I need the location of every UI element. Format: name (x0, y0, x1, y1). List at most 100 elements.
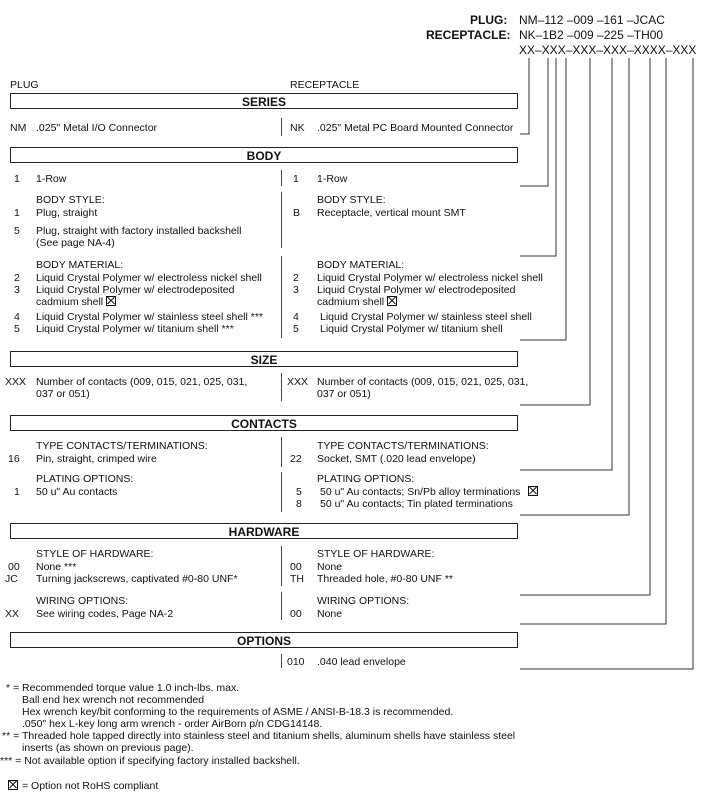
body-material-rec-desc: Liquid Crystal Polymer w/ stainless stee… (320, 311, 532, 323)
options-rec-desc: .040 lead envelope (317, 656, 406, 668)
footnote-torque: Ball end hex wrench not recommended (22, 694, 205, 706)
size-rec-desc: Number of contacts (009, 015, 021, 025, … (317, 376, 529, 388)
body-style-plug-desc: Plug, straight with factory installed ba… (36, 225, 242, 237)
body-material-plug-desc: Liquid Crystal Polymer w/ electroless ni… (36, 272, 262, 284)
body-material-plug-code: 5 (14, 323, 20, 335)
contact-type-heading-rec: TYPE CONTACTS/TERMINATIONS: (317, 440, 489, 452)
body-material-rec-desc: Liquid Crystal Polymer w/ electrodeposit… (317, 284, 516, 296)
plating-plug-code: 1 (14, 486, 20, 498)
size-rec-code: XXX (287, 376, 309, 388)
size-header: SIZE (10, 351, 518, 367)
body-style-rec-desc: Receptacle, vertical mount SMT (317, 207, 466, 219)
body-style-plug-code: 1 (14, 207, 20, 219)
body-material-rec-code: 5 (293, 323, 299, 335)
body-style-heading-rec: BODY STYLE: (317, 194, 386, 206)
column-divider (281, 256, 282, 338)
body-material-plug-desc: cadmium shell (36, 296, 117, 308)
rohs-legend: = Option not RoHS compliant (8, 780, 158, 792)
series-rec-desc: .025" Metal PC Board Mounted Connector (317, 122, 514, 134)
column-divider (281, 437, 282, 467)
footnote-threaded-hole: inserts (as shown on previous page). (22, 742, 194, 754)
column-divider (281, 170, 282, 186)
crossed-box-icon (8, 780, 18, 790)
plating-rec-desc: 50 u" Au contacts; Tin plated terminatio… (320, 498, 513, 510)
body-material-plug-code: 4 (14, 311, 20, 323)
body-material-plug-desc: Liquid Crystal Polymer w/ titanium shell… (36, 323, 234, 335)
plug-pn-label: PLUG: (470, 13, 508, 27)
footnote-torque: * = Recommended torque value 1.0 inch-lb… (6, 682, 240, 694)
body-rows-rec-desc: 1-Row (317, 173, 348, 185)
body-material-heading-plug: BODY MATERIAL: (36, 259, 124, 271)
crossed-box-icon (387, 296, 398, 306)
crossed-box-icon (528, 486, 539, 496)
hw-style-heading-plug: STYLE OF HARDWARE: (36, 548, 154, 560)
column-divider (281, 654, 282, 668)
hw-style-plug-desc: Turning jackscrews, captivated #0-80 UNF… (36, 573, 238, 585)
series-header: SERIES (10, 93, 518, 109)
hw-style-rec-desc: Threaded hole, #0-80 UNF ** (317, 573, 453, 585)
hw-style-heading-rec: STYLE OF HARDWARE: (317, 548, 435, 560)
contacts-header: CONTACTS (10, 415, 518, 431)
hw-style-plug-code: 00 (8, 561, 20, 573)
plating-rec-code: 5 (296, 486, 302, 498)
plating-rec-code: 8 (296, 498, 302, 510)
body-rows-rec-code: 1 (293, 173, 299, 185)
series-rec-code: NK (290, 122, 305, 134)
size-rec-desc: 037 or 051) (317, 388, 371, 400)
receptacle-column-label: RECEPTACLE (290, 79, 360, 91)
pn-template: XX–XXX–XXX–XXX–XXXX–XXX (519, 43, 697, 57)
column-divider (281, 118, 282, 136)
plating-heading-plug: PLATING OPTIONS: (36, 473, 134, 485)
contact-type-heading-plug: TYPE CONTACTS/TERMINATIONS: (36, 440, 208, 452)
body-style-plug-desc: Plug, straight (36, 207, 98, 219)
contact-type-plug-desc: Pin, straight, crimped wire (36, 453, 157, 465)
plating-plug-desc: 50 u" Au contacts (36, 486, 118, 498)
body-style-plug-desc: (See page NA-4) (36, 237, 115, 249)
footnote-threaded-hole: ** = Threaded hole tapped directly into … (2, 730, 516, 742)
plug-column-label: PLUG (10, 79, 39, 91)
body-style-rec-code: B (293, 207, 301, 219)
footnote-torque: Hex wrench key/bit conforming to the req… (22, 706, 454, 718)
hw-style-rec-desc: None (317, 561, 343, 573)
series-plug-code: NM (10, 122, 27, 134)
body-rows-plug-code: 1 (14, 173, 20, 185)
hw-style-plug-desc: None *** (36, 561, 77, 573)
wiring-rec-code: 00 (290, 608, 302, 620)
options-header: OPTIONS (10, 632, 518, 648)
body-material-rec-desc: Liquid Crystal Polymer w/ titanium shell (320, 323, 503, 335)
size-plug-code: XXX (5, 376, 27, 388)
hw-style-rec-code: 00 (290, 561, 302, 573)
wiring-rec-desc: None (317, 608, 343, 620)
footnote-torque: .050" hex L-key long arm wrench - order … (22, 718, 323, 730)
body-material-plug-code: 2 (14, 272, 20, 284)
column-divider (281, 592, 282, 620)
crossed-box-icon (106, 296, 117, 306)
body-rows-plug-desc: 1-Row (36, 173, 67, 185)
column-divider (281, 472, 282, 512)
series-plug-desc: .025" Metal I/O Connector (36, 122, 158, 134)
plating-rec-desc: 50 u" Au contacts; Sn/Pb alloy terminati… (320, 486, 539, 498)
body-material-rec-code: 2 (293, 272, 299, 284)
wiring-plug-desc: See wiring codes, Page NA-2 (36, 608, 174, 620)
wiring-plug-code: XX (5, 608, 20, 620)
wiring-heading-rec: WIRING OPTIONS: (317, 595, 410, 607)
hardware-header: HARDWARE (10, 523, 518, 539)
receptacle-pn-value: NK–1B2 –009 –225 –TH00 (519, 28, 664, 42)
hw-style-rec-code: TH (290, 573, 304, 585)
plug-pn-value: NM–112 –009 –161 –JCAC (519, 13, 665, 27)
contact-type-rec-desc: Socket, SMT (.020 lead envelope) (317, 453, 476, 465)
contact-type-rec-code: 22 (290, 453, 302, 465)
body-material-rec-desc: cadmium shell (317, 296, 398, 308)
body-material-plug-desc: Liquid Crystal Polymer w/ electrodeposit… (36, 284, 235, 296)
body-header: BODY (10, 147, 518, 163)
column-divider (281, 192, 282, 248)
body-material-rec-desc: Liquid Crystal Polymer w/ electroless ni… (317, 272, 543, 284)
body-style-plug-code: 5 (14, 225, 20, 237)
receptacle-pn-label: RECEPTACLE: (426, 28, 511, 42)
body-style-heading-plug: BODY STYLE: (36, 194, 105, 206)
size-plug-desc: 037 or 051) (36, 388, 90, 400)
wiring-heading-plug: WIRING OPTIONS: (36, 595, 129, 607)
body-material-rec-code: 3 (293, 284, 299, 296)
body-material-plug-desc: Liquid Crystal Polymer w/ stainless stee… (36, 311, 264, 323)
